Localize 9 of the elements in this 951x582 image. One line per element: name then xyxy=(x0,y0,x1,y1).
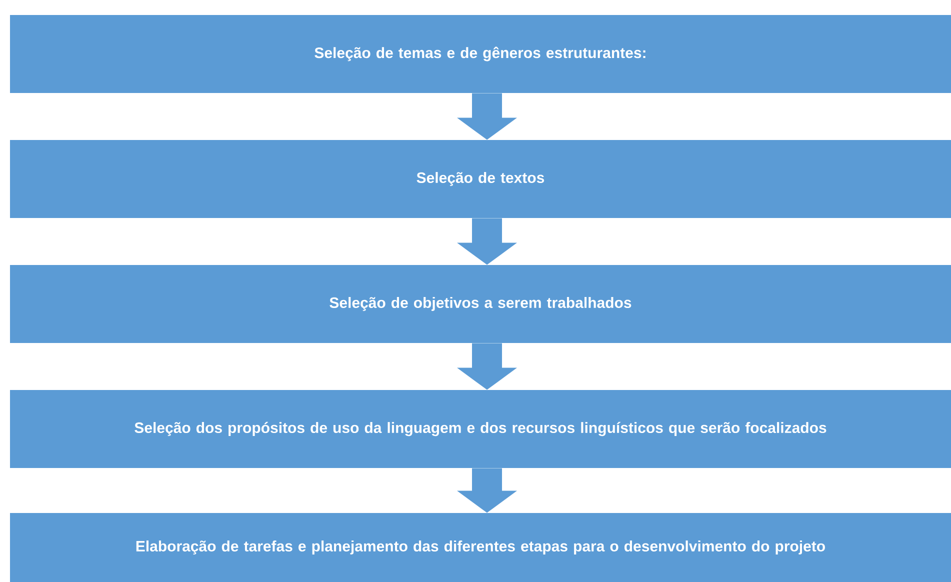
process-box: Seleção de objetivos a serem trabalhados xyxy=(10,265,951,343)
process-box: Seleção de textos xyxy=(10,140,951,218)
block-arrow xyxy=(457,93,517,140)
process-box: Seleção de temas e de gêneros estruturantes: xyxy=(10,15,951,93)
block-arrow xyxy=(457,343,517,390)
block-arrow xyxy=(457,218,517,265)
process-box: Elaboração de tarefas e planejamento das diferentes etapas para o desenvolvimento do projeto xyxy=(10,513,951,582)
process-box: Seleção dos propósitos de uso da linguagem e dos recursos linguísticos que serão focalizados xyxy=(10,390,951,468)
block-arrow xyxy=(457,468,517,513)
